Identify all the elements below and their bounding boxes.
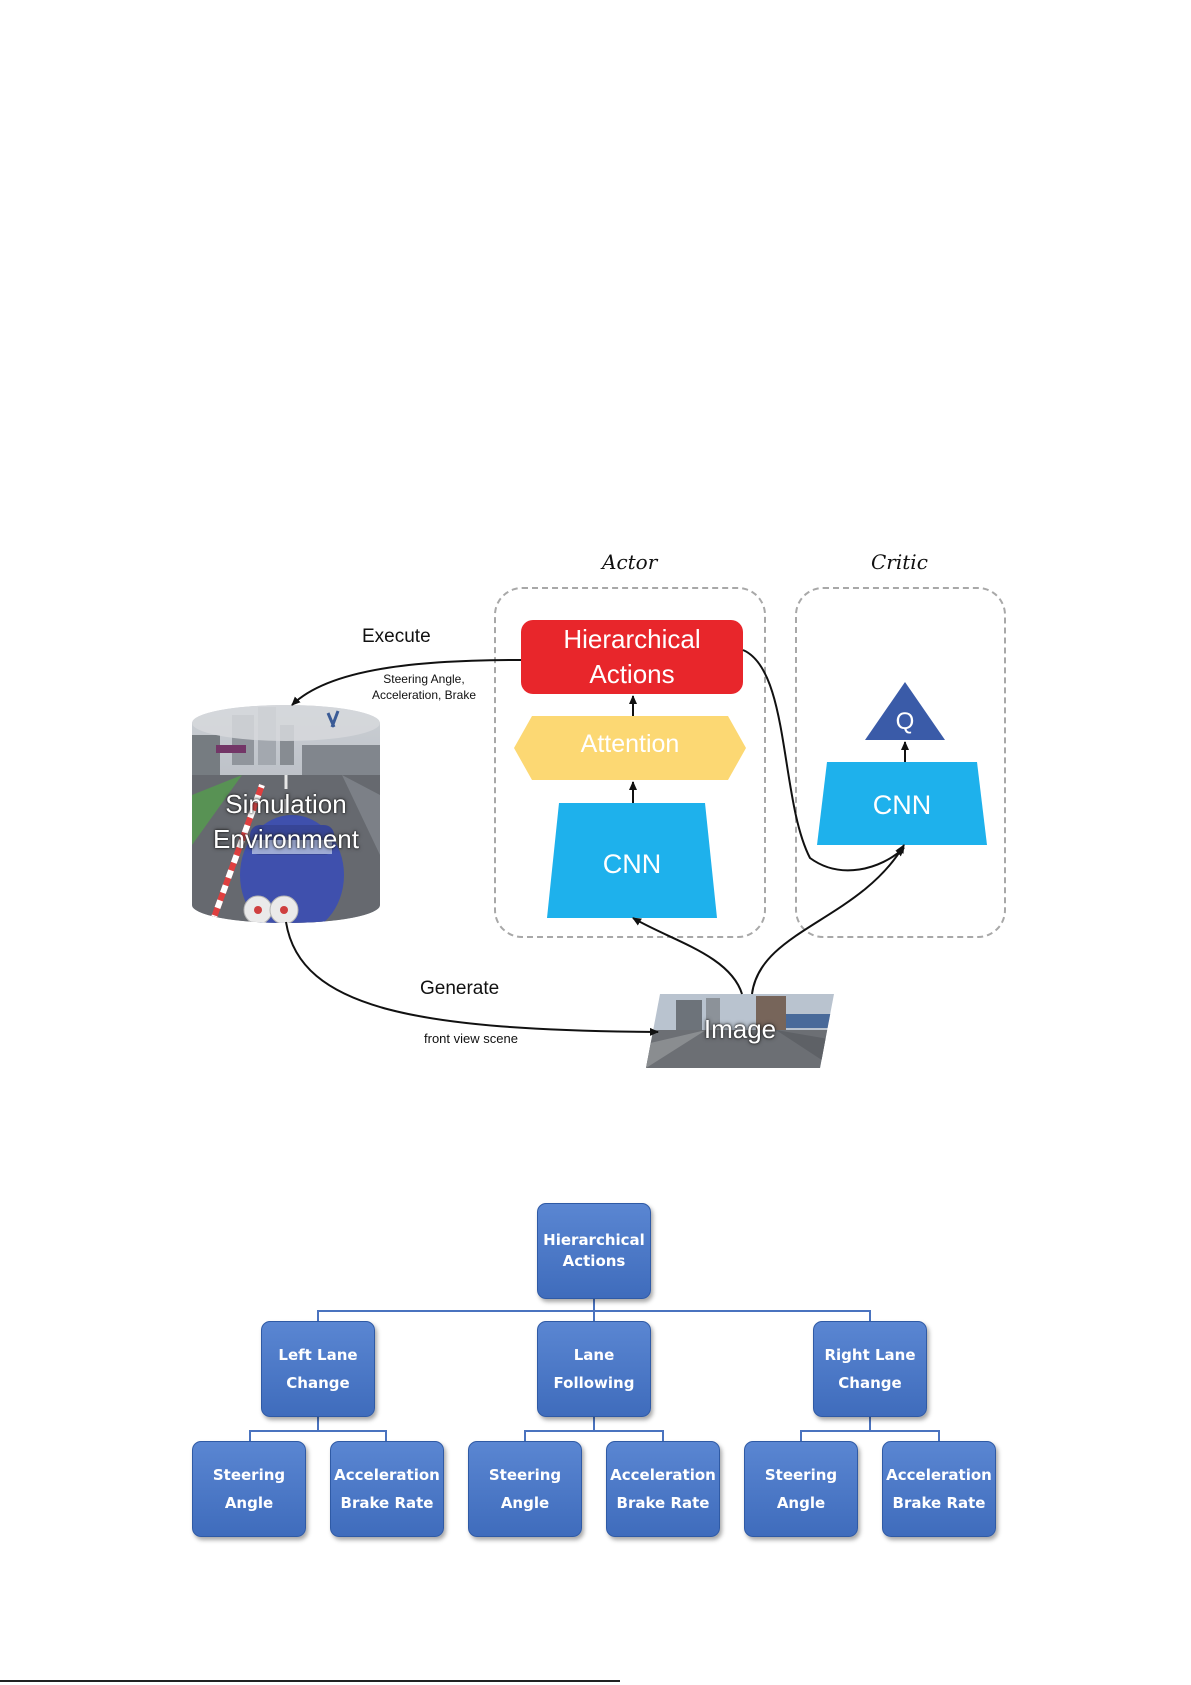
tree-l2-1-line1: Acceleration (334, 1466, 440, 1484)
left-sub-bar (249, 1430, 387, 1432)
actor-cnn-block: CNN (547, 803, 717, 918)
tree-l2-2-line1: Steering (488, 1466, 562, 1484)
hierarchical-actions-line2: Actions (589, 659, 675, 689)
tree-l2-3-line1: Acceleration (610, 1466, 716, 1484)
tree-l2-0-line1: Steering (212, 1466, 286, 1484)
left-sub-l (249, 1430, 251, 1441)
tree-root-hierarchical-actions: Hierarchical Actions (537, 1203, 651, 1299)
mid-sub-r (662, 1430, 664, 1441)
tree-root-line2: Actions (562, 1252, 626, 1270)
execute-label: Execute (362, 626, 431, 647)
image-label: Image (703, 1014, 777, 1044)
tree-l2-0-line2: Angle (224, 1494, 274, 1512)
tree-l1-2-line2: Change (838, 1374, 902, 1392)
tree-left-lane-change: Left Lane Change (261, 1321, 375, 1417)
attention-hexagon (514, 716, 746, 780)
level1-bar-line (317, 1310, 871, 1312)
hierarchical-actions-box: Hierarchical Actions (521, 620, 743, 694)
tree-l2-4-line2: Angle (776, 1494, 826, 1512)
tree-l2-2-line2: Angle (500, 1494, 550, 1512)
left-branch-line (317, 1310, 319, 1321)
tree-l2-4-line1: Steering (764, 1466, 838, 1484)
generate-sub-label: front view scene (424, 1031, 518, 1046)
execute-sub-label: Steering Angle, Acceleration, Brake (360, 671, 488, 703)
right-sub-bar (800, 1430, 940, 1432)
generate-arrow (285, 921, 659, 1036)
q-label: Q (895, 708, 915, 735)
tree-l2-5-line2: Brake Rate (892, 1494, 986, 1512)
image-block: Image (646, 994, 834, 1068)
right-sub-l (800, 1430, 802, 1441)
mid-sub-bar (524, 1430, 664, 1432)
tree-l1-1-line2: Following (553, 1374, 635, 1392)
tree-l1-2-line1: Right Lane (824, 1346, 916, 1364)
hierarchical-actions-line1: Hierarchical (563, 624, 701, 654)
simulation-scene-graphic (192, 705, 380, 923)
tree-l2-5-line1: Acceleration (886, 1466, 992, 1484)
tree-l1-0-line2: Change (286, 1374, 350, 1392)
simulation-environment: Simulation Environment (192, 705, 380, 923)
tree-l2-1-line2: Brake Rate (340, 1494, 434, 1512)
actor-cnn-trapezoid (547, 803, 717, 918)
tree-mid-steering-angle: Steering Angle (468, 1441, 582, 1537)
tree-right-steering-angle: Steering Angle (744, 1441, 858, 1537)
root-stem-line (593, 1297, 595, 1321)
critic-title: Critic (871, 550, 928, 574)
right-branch-line (869, 1310, 871, 1321)
tree-mid-acceleration-brake: Acceleration Brake Rate (606, 1441, 720, 1537)
sim-env-line1: Simulation (225, 789, 347, 819)
actor-cnn-label: CNN (602, 849, 662, 879)
left-sub-r (385, 1430, 387, 1441)
generate-label: Generate (420, 978, 500, 999)
sim-env-line2: Environment (213, 824, 359, 854)
q-block: Q (865, 682, 945, 740)
footer-rule (0, 1680, 620, 1682)
attention-block: Attention (514, 716, 746, 780)
execute-sub-line2: Acceleration, Brake (371, 688, 477, 702)
tree-root-line1: Hierarchical (543, 1231, 645, 1249)
actor-title: Actor (602, 550, 658, 574)
front-view-image-graphic (646, 994, 834, 1068)
tree-l1-1-line1: Lane (573, 1346, 615, 1364)
tree-right-acceleration-brake: Acceleration Brake Rate (882, 1441, 996, 1537)
tree-left-acceleration-brake: Acceleration Brake Rate (330, 1441, 444, 1537)
tree-lane-following: Lane Following (537, 1321, 651, 1417)
tree-left-steering-angle: Steering Angle (192, 1441, 306, 1537)
tree-l1-0-line1: Left Lane (278, 1346, 358, 1364)
mid-sub-l (524, 1430, 526, 1441)
simulation-environment-label: Simulation Environment (192, 787, 380, 857)
tree-l2-3-line2: Brake Rate (616, 1494, 710, 1512)
execute-sub-line1: Steering Angle, (383, 672, 465, 686)
critic-cnn-label: CNN (872, 790, 932, 820)
right-sub-r (938, 1430, 940, 1441)
critic-cnn-block: CNN (817, 762, 987, 845)
attention-label: Attention (580, 730, 680, 758)
tree-right-lane-change: Right Lane Change (813, 1321, 927, 1417)
